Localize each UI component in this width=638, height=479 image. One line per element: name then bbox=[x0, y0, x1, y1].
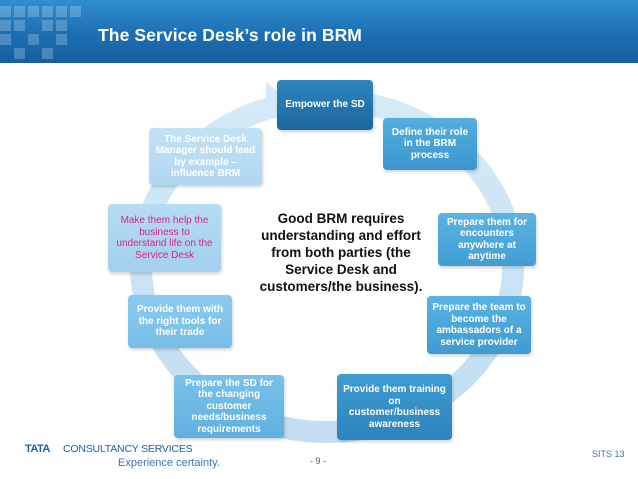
decor-square bbox=[42, 20, 53, 31]
decor-square bbox=[56, 20, 67, 31]
step-training: Provide them training on customer/busine… bbox=[337, 374, 452, 440]
step-tools: Provide them with the right tools for th… bbox=[128, 295, 232, 348]
decor-square bbox=[0, 34, 11, 45]
decor-square bbox=[28, 6, 39, 17]
step-prepare-sd: Prepare the SD for the changing customer… bbox=[174, 375, 284, 438]
logo-mark: TATA bbox=[25, 443, 50, 455]
decor-square bbox=[42, 48, 53, 59]
decor-square bbox=[70, 6, 81, 17]
step-prepare-encounters: Prepare them for encounters anywhere at … bbox=[438, 213, 536, 266]
decor-square bbox=[28, 34, 39, 45]
step-define-role: Define their role in the BRM process bbox=[383, 118, 477, 170]
step-prepare-team: Prepare the team to become the ambassado… bbox=[427, 296, 531, 354]
decor-square bbox=[14, 6, 25, 17]
slide-code: SITS 13 bbox=[592, 449, 625, 459]
decor-square bbox=[0, 20, 11, 31]
center-statement: Good BRM requires understanding and effo… bbox=[259, 211, 423, 294]
decor-square bbox=[56, 6, 67, 17]
decor-square bbox=[56, 34, 67, 45]
step-make-help: Make them help the business to understan… bbox=[108, 204, 221, 272]
slide-header: The Service Desk’s role in BRM bbox=[0, 0, 638, 63]
page-number: - 9 - bbox=[310, 456, 327, 466]
step-empower: Empower the SD bbox=[277, 80, 373, 130]
company-name: CONSULTANCY SERVICES bbox=[63, 443, 193, 455]
decor-square bbox=[42, 6, 53, 17]
decor-square bbox=[14, 20, 25, 31]
page-title: The Service Desk’s role in BRM bbox=[98, 25, 362, 45]
decor-square bbox=[14, 48, 25, 59]
decor-square bbox=[0, 6, 11, 17]
step-manager: The Service Desk Manager should lead by … bbox=[149, 128, 262, 185]
tagline: Experience certainty. bbox=[118, 457, 220, 469]
